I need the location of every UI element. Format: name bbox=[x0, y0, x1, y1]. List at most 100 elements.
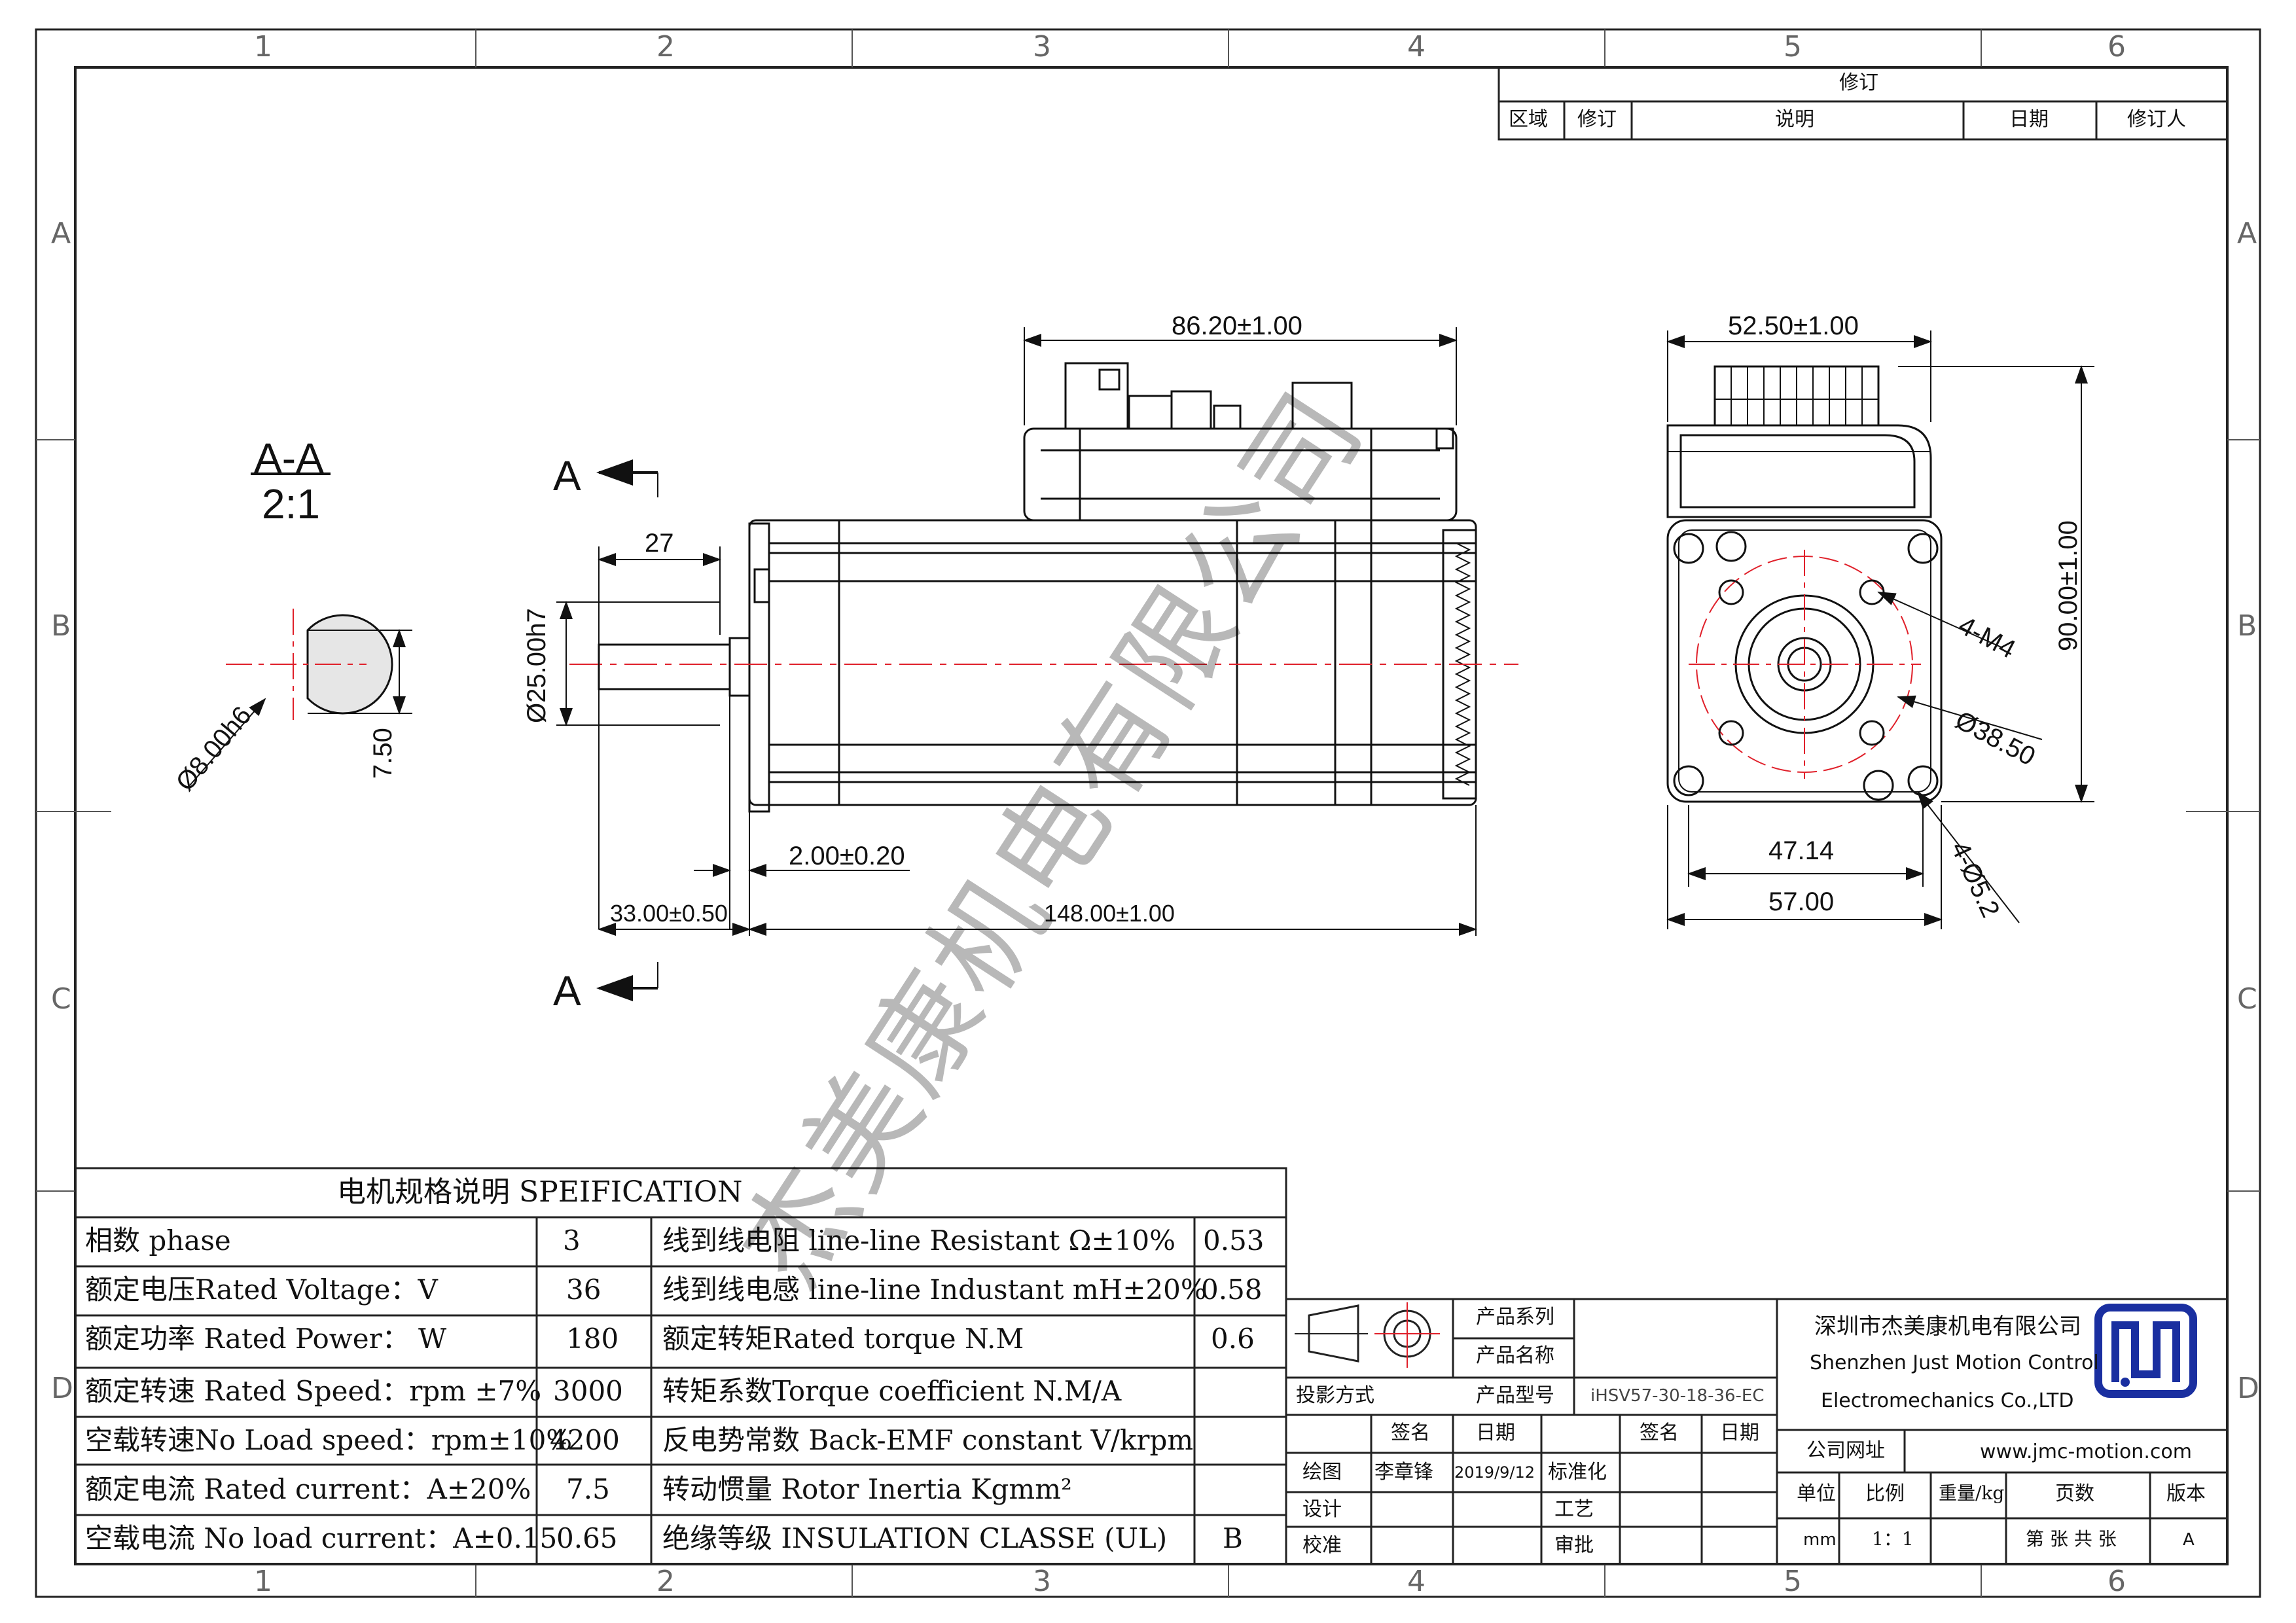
spec-r3-c1: 额定功率 Rated Power： W bbox=[85, 1323, 447, 1355]
spec-r4-c2: 3000 bbox=[553, 1375, 623, 1407]
spec-table-title: 电机规格说明 SPEIFICATION bbox=[337, 1175, 743, 1209]
spec-r3-c2: 180 bbox=[566, 1323, 619, 1355]
version-label: 版本 bbox=[2166, 1482, 2206, 1505]
check-label: 校准 bbox=[1302, 1534, 1342, 1557]
title-block-grid bbox=[1285, 1298, 2229, 1565]
revision-header-rev: 修订 bbox=[1577, 108, 1617, 131]
spec-r3-c3: 额定转矩Rated torque N.M bbox=[662, 1323, 1024, 1355]
draw-date: 2019/9/12 bbox=[1454, 1463, 1535, 1482]
spec-r2-c4: 0.58 bbox=[1201, 1274, 1263, 1306]
projection-label: 投影方式 bbox=[1296, 1384, 1374, 1407]
process-label: 工艺 bbox=[1554, 1498, 1594, 1521]
spec-r2-c1: 额定电压Rated Voltage：V bbox=[85, 1274, 438, 1306]
dim-drive-length: 86.20±1.00 bbox=[1172, 312, 1302, 340]
revision-header-desc: 说明 bbox=[1775, 108, 1814, 131]
revision-header-zone: 区域 bbox=[1509, 108, 1548, 131]
website-value: www.jmc-motion.com bbox=[1980, 1440, 2192, 1463]
dim-flange-width: 57.00 bbox=[1768, 887, 1835, 916]
grid-col-4-bottom: 4 bbox=[1407, 1565, 1426, 1598]
dim-shaft-flat: 7.50 bbox=[368, 728, 397, 779]
dim-body-length: 148.00±1.00 bbox=[1044, 900, 1175, 927]
design-label: 设计 bbox=[1302, 1498, 1342, 1521]
grid-col-1-bottom: 1 bbox=[254, 1565, 272, 1598]
company-name-cn: 深圳市杰美康机电有限公司 bbox=[1814, 1313, 2081, 1340]
dim-pilot-depth: 2.00±0.20 bbox=[789, 842, 905, 870]
revision-table bbox=[1498, 66, 2229, 141]
product-model-label: 产品型号 bbox=[1476, 1384, 1554, 1407]
section-scale: 2:1 bbox=[262, 480, 320, 527]
weight-label: 重量/kg bbox=[1939, 1482, 2005, 1504]
spec-r2-c3: 线到线电感 line-line Industant mH±20% bbox=[662, 1274, 1207, 1306]
dim-shaft-length: 33.00±0.50 bbox=[610, 900, 728, 927]
dim-bolt-spacing: 47.14 bbox=[1768, 836, 1835, 865]
spec-r2-c2: 36 bbox=[566, 1274, 601, 1306]
standard-label: 标准化 bbox=[1548, 1461, 1607, 1484]
motor-front-view bbox=[1666, 330, 2094, 929]
spec-r7-c1: 空载电流 No load current：A±0.15 bbox=[85, 1522, 558, 1554]
date-label-2: 日期 bbox=[1720, 1421, 1759, 1444]
section-cut-top: A bbox=[553, 452, 581, 499]
grid-col-6-bottom: 6 bbox=[2108, 1565, 2126, 1598]
unit-value: mm bbox=[1803, 1530, 1837, 1550]
motor-side-view bbox=[556, 327, 1518, 1001]
draw-label: 绘图 bbox=[1302, 1461, 1342, 1484]
spec-r5-c1: 空载转速No Load speed：rpm±10% bbox=[85, 1424, 573, 1456]
section-cut-bottom: A bbox=[553, 967, 581, 1014]
spec-r6-c3: 转动惯量 Rotor Inertia Kgmm² bbox=[662, 1473, 1072, 1505]
spec-r3-c4: 0.6 bbox=[1211, 1323, 1255, 1355]
spec-r1-c3: 线到线电阻 line-line Resistant Ω±10% bbox=[662, 1224, 1176, 1257]
pages-value: 第 张 共 张 bbox=[2026, 1528, 2117, 1550]
dim-pilot-diameter: Ø25.00h7 bbox=[522, 608, 551, 723]
grid-col-6-top: 6 bbox=[2108, 30, 2126, 63]
grid-col-3-bottom: 3 bbox=[1033, 1565, 1051, 1598]
version-value: A bbox=[2183, 1530, 2195, 1550]
spec-table-grid bbox=[74, 1167, 1287, 1565]
spec-r1-c1: 相数 phase bbox=[85, 1224, 231, 1257]
section-a-a-view bbox=[189, 473, 412, 786]
revision-header-reviser: 修订人 bbox=[2127, 108, 2186, 131]
grid-row-b-right: B bbox=[2237, 609, 2257, 643]
company-name-en-2: Electromechanics Co.,LTD bbox=[1821, 1389, 2074, 1412]
scale-label: 比例 bbox=[1865, 1482, 1905, 1505]
grid-row-c-left: C bbox=[51, 982, 71, 1016]
spec-r6-c1: 额定电流 Rated current：A±20% bbox=[85, 1473, 531, 1505]
product-name-label: 产品名称 bbox=[1476, 1344, 1554, 1367]
grid-row-a-right: A bbox=[2237, 217, 2257, 250]
grid-col-2-bottom: 2 bbox=[656, 1565, 675, 1598]
grid-col-4-top: 4 bbox=[1407, 30, 1426, 63]
spec-r4-c1: 额定转速 Rated Speed：rpm ±7% bbox=[85, 1375, 542, 1407]
unit-label: 单位 bbox=[1797, 1482, 1836, 1505]
revision-header-date: 日期 bbox=[2009, 108, 2049, 131]
section-label: A-A bbox=[254, 435, 324, 482]
spec-r4-c3: 转矩系数Torque coefficient N.M/A bbox=[662, 1375, 1122, 1407]
spec-r5-c3: 反电势常数 Back-EMF constant V/krpm bbox=[662, 1424, 1194, 1456]
date-label: 日期 bbox=[1476, 1421, 1515, 1444]
spec-r1-c2: 3 bbox=[563, 1224, 581, 1257]
spec-r7-c3: 绝缘等级 INSULATION CLASSE (UL) bbox=[662, 1522, 1168, 1554]
dim-key-length: 27 bbox=[645, 529, 674, 558]
company-name-en-1: Shenzhen Just Motion Control bbox=[1810, 1351, 2099, 1374]
product-model-value: iHSV57-30-18-36-EC bbox=[1590, 1386, 1765, 1406]
spec-r5-c2: 4200 bbox=[550, 1424, 620, 1456]
website-label: 公司网址 bbox=[1806, 1439, 1885, 1462]
product-series-label: 产品系列 bbox=[1476, 1306, 1554, 1329]
sign-label-2: 签名 bbox=[1640, 1421, 1679, 1444]
grid-col-1-top: 1 bbox=[254, 30, 272, 63]
spec-r7-c4: B bbox=[1223, 1522, 1243, 1554]
sign-label: 签名 bbox=[1391, 1421, 1430, 1444]
grid-col-2-top: 2 bbox=[656, 30, 675, 63]
dim-drive-width: 52.50±1.00 bbox=[1728, 312, 1859, 340]
grid-row-d-right: D bbox=[2237, 1372, 2259, 1405]
spec-r1-c4: 0.53 bbox=[1203, 1224, 1265, 1257]
pages-label: 页数 bbox=[2055, 1482, 2094, 1505]
grid-col-5-top: 5 bbox=[1784, 30, 1802, 63]
approve-label: 审批 bbox=[1554, 1534, 1594, 1557]
dim-overall-height: 90.00±1.00 bbox=[2054, 520, 2083, 651]
spec-r6-c2: 7.5 bbox=[566, 1473, 610, 1505]
drawer-name: 李章锋 bbox=[1374, 1461, 1433, 1484]
grid-row-b-left: B bbox=[51, 609, 71, 643]
grid-col-3-top: 3 bbox=[1033, 30, 1051, 63]
grid-row-d-left: D bbox=[51, 1372, 73, 1405]
spec-r7-c2: 0.65 bbox=[556, 1522, 618, 1554]
